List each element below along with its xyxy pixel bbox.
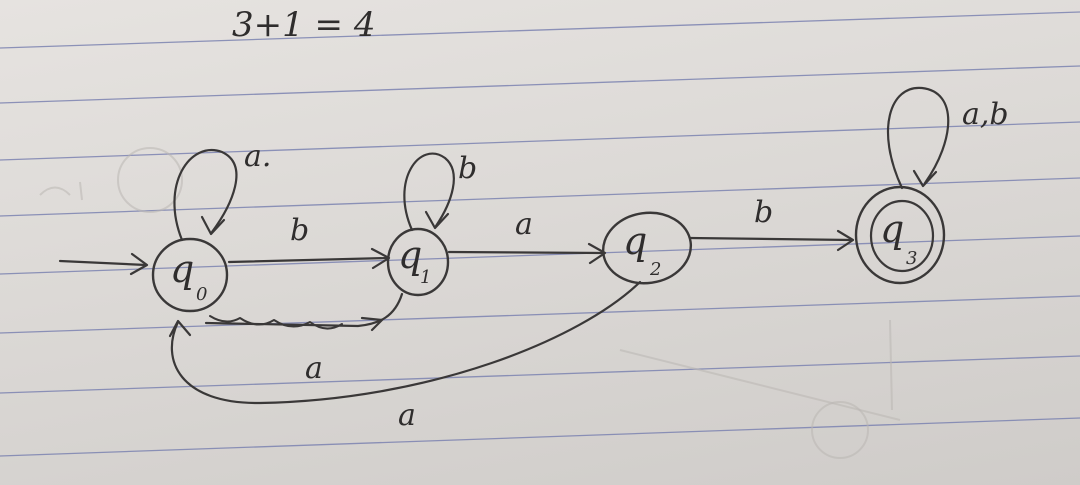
label-q0-q0: a. xyxy=(244,139,271,174)
state-q3: q 3 xyxy=(854,185,946,285)
start-arrow xyxy=(58,252,149,276)
state-q1-letter: q xyxy=(398,233,422,277)
state-q1-subscript: 1 xyxy=(420,267,431,288)
edge-q1-q2: a xyxy=(447,207,607,265)
state-q0: q 0 xyxy=(151,237,229,313)
label-q1-q2: a xyxy=(515,207,533,242)
label-q2-q3: b xyxy=(754,195,773,230)
edge-q1-q0: a xyxy=(204,292,404,386)
self-loop-q0: a. xyxy=(173,139,271,242)
state-q0-subscript: 0 xyxy=(196,284,207,305)
edge-q2-q3: b xyxy=(688,195,855,252)
state-q3-subscript: 3 xyxy=(906,248,917,269)
state-q3-letter: q xyxy=(880,207,904,251)
self-loop-q3: a,b xyxy=(886,86,1009,190)
state-q2: q 2 xyxy=(601,211,693,285)
label-q1-q0: a xyxy=(305,351,323,386)
ruled-lines xyxy=(0,11,1080,457)
state-q2-subscript: 2 xyxy=(649,259,661,280)
edge-q2-q0: a xyxy=(168,280,642,433)
edge-q0-q1: b xyxy=(227,213,391,270)
label-q2-q0: a xyxy=(398,398,416,433)
state-q2-letter: q xyxy=(623,219,647,263)
label-q1-q1: b xyxy=(458,151,477,186)
label-q3-q3: a,b xyxy=(962,97,1009,132)
label-q0-q1: b xyxy=(290,213,309,248)
state-q0-letter: q xyxy=(170,247,194,291)
bleed-through-marks xyxy=(39,147,901,459)
self-loop-q1: b xyxy=(403,151,477,232)
equation-text: 3+1 = 4 xyxy=(232,5,376,45)
state-q1: q 1 xyxy=(386,227,450,297)
